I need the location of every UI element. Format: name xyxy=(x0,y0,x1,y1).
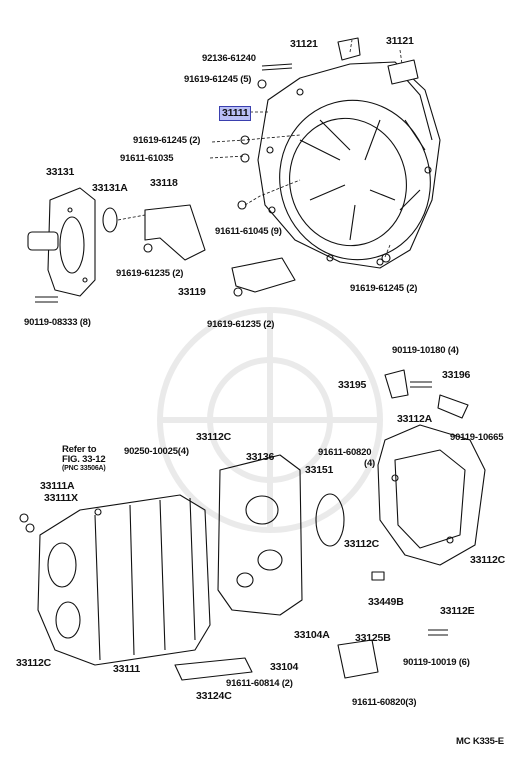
transmission-case-plate-drawing xyxy=(217,454,303,616)
label-33112c-b: 33112C xyxy=(344,538,380,550)
label-33131a: 33131A xyxy=(92,182,128,194)
ref-note-line3: (PNC 33506A) xyxy=(62,465,106,472)
bracket-33118 xyxy=(144,204,206,261)
extension-adapter-drawing xyxy=(377,424,486,566)
fork-33124c xyxy=(174,657,253,681)
stud-92136 xyxy=(261,63,293,71)
label-90119-08333: 90119-08333 (8) xyxy=(24,317,91,328)
watermark-seal xyxy=(157,307,383,533)
label-91619-61245-2b: 91619-61245 (2) xyxy=(350,283,418,294)
figure-code: MC K335-E xyxy=(456,736,504,747)
label-33112c-d: 33112C xyxy=(16,657,52,669)
label-33104a: 33104A xyxy=(294,629,330,641)
bracket-33119 xyxy=(231,257,296,293)
label-91611-60814: 91611-60814 (2) xyxy=(226,678,293,689)
label-33196: 33196 xyxy=(442,369,471,381)
label-90250-10025: 90250-10025(4) xyxy=(124,446,189,457)
label-33112c-c: 33112C xyxy=(470,554,506,566)
label-33131: 33131 xyxy=(46,166,75,178)
label-33104: 33104 xyxy=(270,661,299,673)
label-91611-60820-qty: (4) xyxy=(364,458,376,469)
label-91611-60820-3: 91611-60820(3) xyxy=(352,697,417,708)
label-33112a: 33112A xyxy=(397,413,433,425)
label-33119: 33119 xyxy=(178,286,206,298)
label-33118: 33118 xyxy=(150,177,178,189)
clutch-housing-drawing xyxy=(257,61,441,269)
label-90119-10180: 90119-10180 (4) xyxy=(392,345,459,356)
ref-note-line1: Refer to xyxy=(62,444,97,455)
transmission-case-drawing xyxy=(37,494,211,666)
cap-33449b xyxy=(371,571,385,581)
label-91619-61245-2a: 91619-61245 (2) xyxy=(133,135,201,146)
bolt-symbols xyxy=(143,79,391,297)
bearing-retainer-33151 xyxy=(315,493,345,547)
plate-33125b xyxy=(337,639,379,679)
oil-seal-33131a xyxy=(102,207,118,233)
extension-housing-drawing xyxy=(27,187,96,297)
label-33124c: 33124C xyxy=(196,690,232,702)
lever-33196 xyxy=(437,394,469,419)
label-33449b: 33449B xyxy=(368,596,404,608)
bolt-90119-10180 xyxy=(410,381,432,388)
label-33195: 33195 xyxy=(338,379,367,391)
label-91619-61235-2b: 91619-61235 (2) xyxy=(207,319,275,330)
label-33111a: 33111A xyxy=(40,480,75,492)
label-33111x: 33111X xyxy=(44,492,78,504)
bolt-90119-08333 xyxy=(35,296,58,303)
label-31121-a: 31121 xyxy=(290,38,318,50)
label-33151: 33151 xyxy=(305,464,334,476)
clip-31121-a xyxy=(337,37,361,61)
label-91611-61045-9: 91611-61045 (9) xyxy=(215,226,282,237)
label-33112c-a: 33112C xyxy=(196,431,232,443)
label-33112e: 33112E xyxy=(440,605,475,617)
label-31111-highlighted[interactable]: 31111 xyxy=(219,106,252,121)
label-91611-60820: 91611-60820 xyxy=(318,447,372,458)
label-90119-10665: 90119-10665 xyxy=(450,432,504,443)
label-91619-61245-5: 91619-61245 (5) xyxy=(184,74,252,85)
clip-31121-b xyxy=(387,59,419,85)
label-31121-b: 31121 xyxy=(386,35,414,47)
label-91611-61035: 91611-61035 xyxy=(120,153,174,164)
plate-33195 xyxy=(384,369,409,399)
label-91619-61235-2a: 91619-61235 (2) xyxy=(116,268,184,279)
label-33125b: 33125B xyxy=(355,632,391,644)
ref-note-line2[interactable]: FIG. 33-12 xyxy=(62,454,106,465)
bolt-90119-10019 xyxy=(428,629,448,636)
label-33111: 33111 xyxy=(113,663,141,675)
label-92136-61240: 92136-61240 xyxy=(202,53,256,64)
label-33136: 33136 xyxy=(246,451,275,463)
label-90119-10019: 90119-10019 (6) xyxy=(403,657,470,668)
